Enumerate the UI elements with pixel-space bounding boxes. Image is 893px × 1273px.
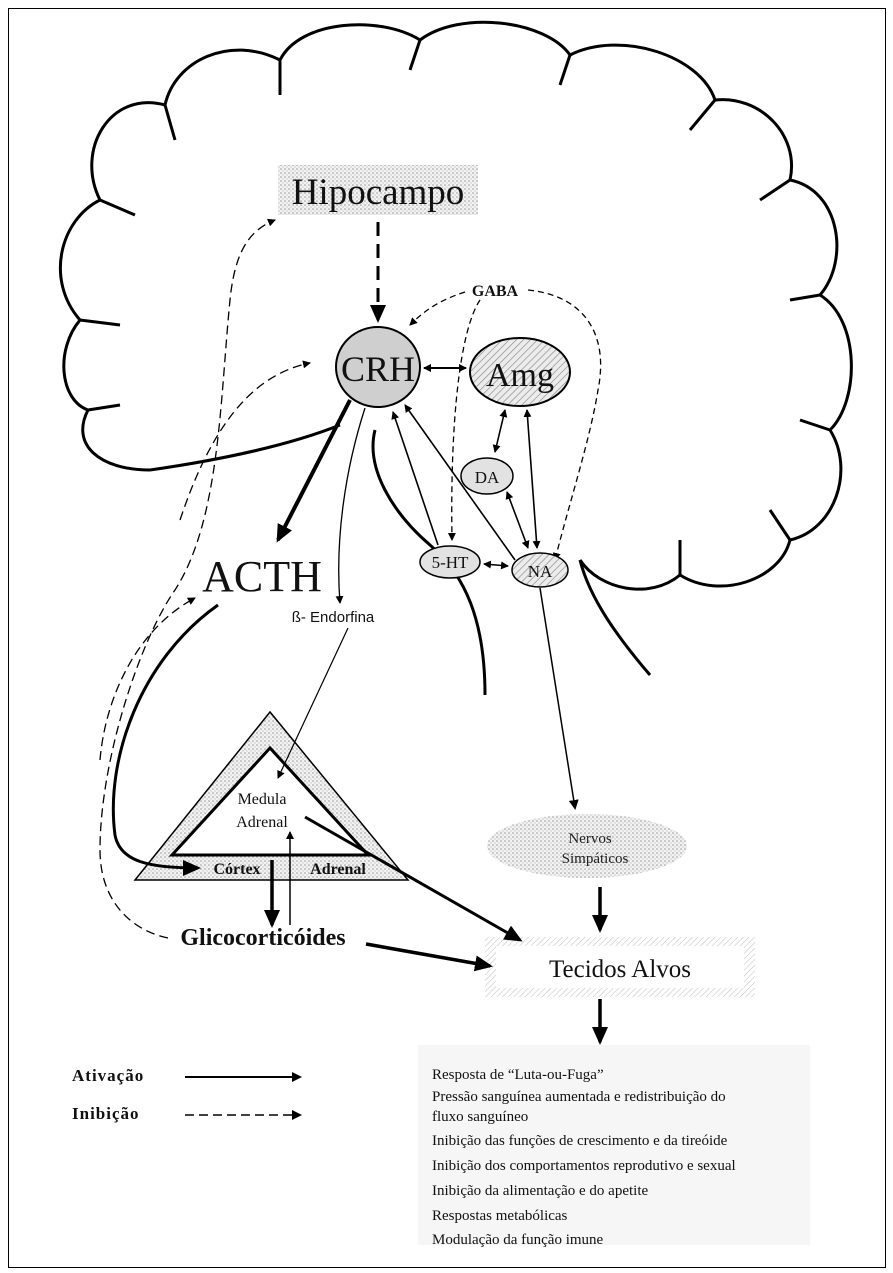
amg-na-arrow <box>527 410 537 548</box>
brain-outline <box>60 22 851 589</box>
adrenal-cortex-label: Adrenal <box>310 861 366 878</box>
5ht-na-arrow <box>484 564 508 566</box>
brain-gyri <box>80 40 830 575</box>
nervos-label-2: Simpáticos <box>562 851 629 867</box>
response-metabolic: Respostas metabólicas <box>432 1208 567 1225</box>
medula-label-1: Medula <box>238 791 287 808</box>
nervos-label-1: Nervos <box>568 831 611 847</box>
response-feeding: Inibição da alimentação e do apetite <box>432 1183 648 1200</box>
na-label: NA <box>528 562 553 581</box>
gaba-to-na-arrow <box>528 290 601 560</box>
response-blood-flow: fluxo sanguíneo <box>432 1109 528 1126</box>
crh-to-acth-arrow <box>278 400 350 540</box>
response-blood-pressure: Pressão sanguínea aumentada e redistribu… <box>432 1089 726 1106</box>
da-na-arrow <box>507 492 528 548</box>
medula-label-2: Adrenal <box>236 814 288 831</box>
crh-to-endorfina-arrow <box>339 408 365 603</box>
amg-label: Amg <box>486 357 554 394</box>
5ht-label: 5-HT <box>432 553 469 572</box>
feedback-to-acth <box>100 598 195 760</box>
5ht-to-crh-arrow <box>393 412 438 545</box>
tecidos-alvos-label: Tecidos Alvos <box>549 956 691 983</box>
legend-activation-label: Ativação <box>72 1066 144 1086</box>
brain-temporal-line <box>150 425 340 470</box>
endorfina-label: ß- Endorfina <box>292 609 375 626</box>
glicocorticoides-label: Glicocorticóides <box>180 925 345 951</box>
gaba-label: GABA <box>472 283 519 300</box>
gaba-to-crh-arrow <box>410 292 465 325</box>
acth-label: ACTH <box>202 552 322 601</box>
na-to-nervos-arrow <box>540 588 575 808</box>
hipocampo-label: Hipocampo <box>292 172 465 213</box>
da-label: DA <box>475 468 500 487</box>
response-growth-thyroid: Inibição das funções de crescimento e da… <box>432 1133 727 1150</box>
legend-inhibition-label: Inibição <box>72 1104 140 1124</box>
amg-da-arrow <box>495 410 505 452</box>
response-immune: Modulação da função imune <box>432 1232 603 1249</box>
endorfina-to-medula-arrow <box>278 628 348 778</box>
brainstem-right <box>580 560 650 675</box>
cortex-label: Córtex <box>213 861 260 878</box>
response-reproductive: Inibição dos comportamentos reprodutivo … <box>432 1158 736 1175</box>
response-fight-or-flight: Resposta de “Luta-ou-Fuga” <box>432 1067 604 1084</box>
crh-label: CRH <box>341 349 415 389</box>
glicocorticoides-to-tecidos-arrow <box>366 944 490 966</box>
